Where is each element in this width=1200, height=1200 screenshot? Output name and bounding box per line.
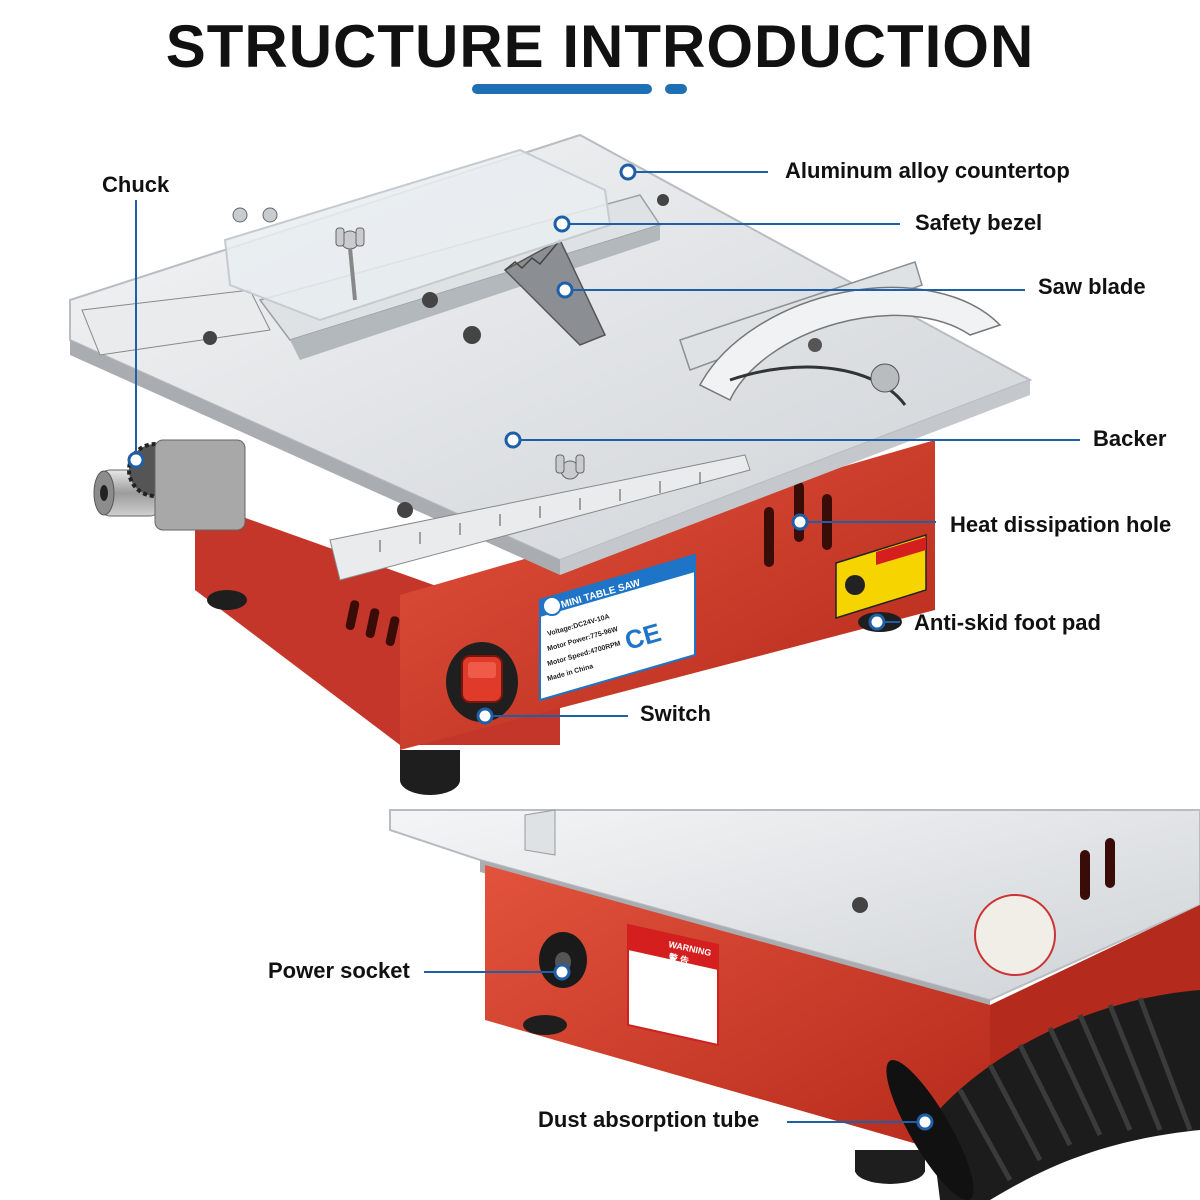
label-chuck: Chuck	[102, 172, 170, 197]
label-power-socket: Power socket	[268, 958, 410, 983]
callout-dots	[127, 163, 934, 1131]
title-underline-short	[665, 84, 687, 94]
label-dust-tube: Dust absorption tube	[538, 1107, 760, 1132]
miter-knob	[870, 363, 900, 393]
scale-ticks	[379, 472, 701, 552]
screws	[203, 194, 669, 518]
caution-sticker	[835, 533, 927, 620]
callout-lines	[135, 171, 1080, 1123]
product-label	[539, 553, 696, 702]
dust-tube	[886, 990, 1200, 1200]
miter-protractor	[698, 286, 1002, 402]
label-saw-blade: Saw blade	[1038, 274, 1146, 299]
certificate-seal	[974, 894, 1056, 976]
label-safety-bezel: Safety bezel	[915, 210, 1043, 235]
label-backer: Backer	[1093, 426, 1167, 451]
saw-blade	[503, 238, 607, 346]
page-title: STRUCTURE INTRODUCTION	[165, 13, 1035, 80]
label-heat-hole: Heat dissipation hole	[950, 512, 1172, 537]
chuck	[93, 439, 246, 531]
bottom-saw-body	[485, 865, 990, 1165]
warning-heading-cn: 警 告	[668, 951, 690, 966]
warning-sticker	[627, 923, 719, 1047]
label-foot-pad: Anti-skid foot pad	[914, 610, 1101, 635]
label-countertop: Aluminum alloy countertop	[785, 158, 1070, 183]
vent-slots-left	[345, 600, 400, 646]
title-underline-long	[472, 84, 652, 94]
power-switch	[446, 642, 518, 722]
label-switch: Switch	[640, 701, 711, 726]
wing-nuts	[232, 207, 585, 480]
